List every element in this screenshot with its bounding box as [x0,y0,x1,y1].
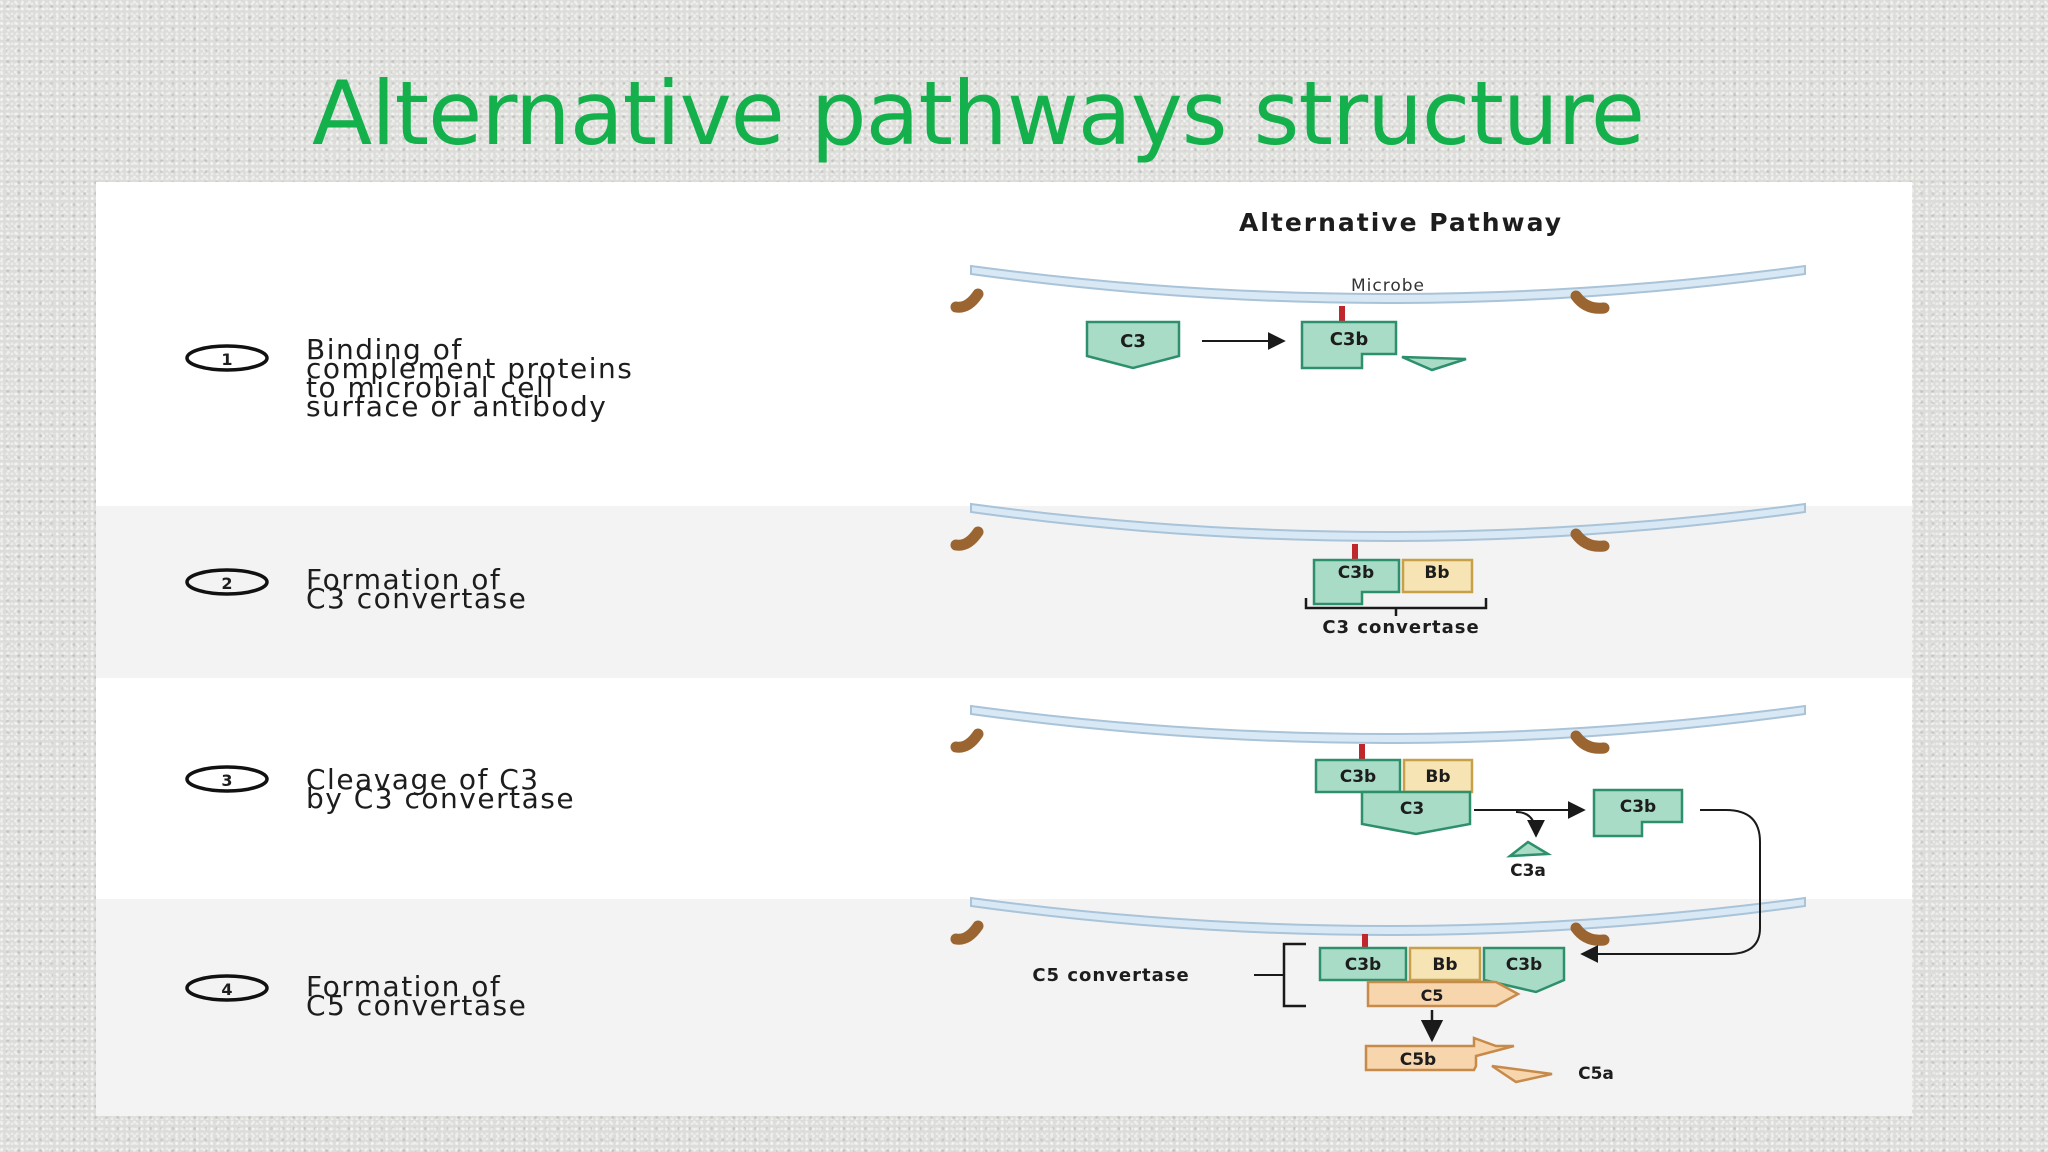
c3a-fragment [1401,355,1467,372]
c5a-fragment [1491,1064,1553,1084]
step-2-text: Formation of C3 convertase [306,563,527,615]
step-1-number: 1 [221,350,232,369]
microbe-membrane-1: Microbe [950,264,1806,314]
c3b-label: C3b [1340,767,1376,787]
c3b-label: C3b [1506,955,1542,975]
receptor-left [950,526,984,551]
c5b-label: C5b [1400,1050,1436,1070]
c5-convertase-label: C5 convertase [1032,965,1189,986]
microbe-membrane-4 [950,896,1806,946]
c3b-label: C3b [1338,563,1374,583]
step-2: 2 Formation of C3 convertase [185,563,527,615]
c3-molecule: C3 [1085,320,1181,370]
step-2-number: 2 [221,574,232,593]
c3a-label: C3a [1510,861,1546,881]
bb-label: Bb [1432,955,1457,975]
step-1-line-2: complement proteins [306,352,633,385]
anchor [1339,306,1345,322]
step-2-badge [185,568,269,596]
step-3-text: Cleavage of C3 by C3 convertase [306,763,575,815]
step-1-line-4: surface or antibody [306,390,607,423]
receptor-right [1570,290,1610,314]
receptor-left [950,288,984,313]
step-4-line-2: C5 convertase [306,989,527,1022]
step-3-line-2: by C3 convertase [306,782,575,815]
step-1-line-1: Binding of [306,333,463,366]
c3b-label: C3b [1620,797,1656,817]
c3b-label: C3b [1330,329,1369,350]
anchor [1359,744,1365,760]
step-1: 1 Binding of complement proteins to micr… [185,333,644,423]
anchor [1352,544,1358,560]
c3-convertase-complex: C3b Bb [1312,558,1474,606]
step-4-number: 4 [221,980,232,999]
c5a-label: C5a [1578,1064,1614,1084]
c3b-subunit [1482,946,1566,994]
figure-title: Alternative Pathway [1239,208,1563,237]
step-4-line-1: Formation of [306,970,501,1003]
step-4-text: Formation of C5 convertase [306,970,527,1022]
c3b-subunit [1312,558,1401,606]
c5-convertase-complex: C3b Bb C3b C5 [1318,946,1566,1008]
c5b-molecule: C5b [1364,1036,1515,1072]
step-2-line-1: Formation of [306,563,501,596]
pathway-figure: Alternative Pathway 1 Binding of complem… [96,182,1912,1116]
panel-step-2 [96,506,1912,678]
receptor-right [1570,730,1610,754]
c3b-label: C3b [1345,955,1381,975]
step-3: 3 Cleavage of C3 by C3 convertase [185,763,575,815]
c3-convertase-label: C3 convertase [1322,617,1479,638]
c3b-molecule: C3b [1300,320,1398,370]
receptor-left [950,920,984,945]
c3-label: C3 [1120,331,1146,352]
c3b-subunit [1318,946,1408,982]
microbe-membrane-3 [950,704,1806,754]
step-1-badge [185,344,269,372]
bb-subunit [1408,946,1482,982]
c5-subunit [1366,980,1521,1008]
step-3-badge [185,765,269,793]
c5-label: C5 [1421,986,1444,1005]
panel-step-1 [96,182,1912,506]
panel-step-4 [96,899,1912,1116]
c3a-fragment [1506,840,1553,858]
receptor-right [1570,528,1610,552]
c3a-release-arrow [1515,811,1545,838]
receptor-left [950,728,984,753]
bb-label: Bb [1424,563,1449,583]
anchor [1362,934,1368,948]
bb-subunit [1401,558,1474,594]
c3-subunit [1360,790,1472,836]
pathway-diagram: Alternative Pathway 1 Binding of complem… [96,182,1912,1116]
c3-label: C3 [1400,799,1424,819]
step-3-line-1: Cleavage of C3 [306,763,540,796]
slide-title: Alternative pathways structure [312,62,1645,165]
microbe-membrane-2 [950,502,1806,552]
microbe-label: Microbe [1351,276,1425,296]
receptor-right [1570,922,1610,946]
step-3-number: 3 [221,771,232,790]
bb-subunit [1402,758,1474,794]
step-4-badge [185,974,269,1002]
c3b-recruitment-arrow [1580,809,1761,963]
c3b-molecule: C3b [1592,788,1684,838]
step-1-text: Binding of complement proteins to microb… [306,333,644,423]
convertase-bracket [1304,598,1488,616]
step-2-line-2: C3 convertase [306,582,527,615]
bb-label: Bb [1425,767,1450,787]
step-4: 4 Formation of C5 convertase [185,970,527,1022]
c3-convertase-complex: C3b Bb C3 [1314,758,1474,836]
step-1-line-3: to microbial cell [306,371,555,404]
